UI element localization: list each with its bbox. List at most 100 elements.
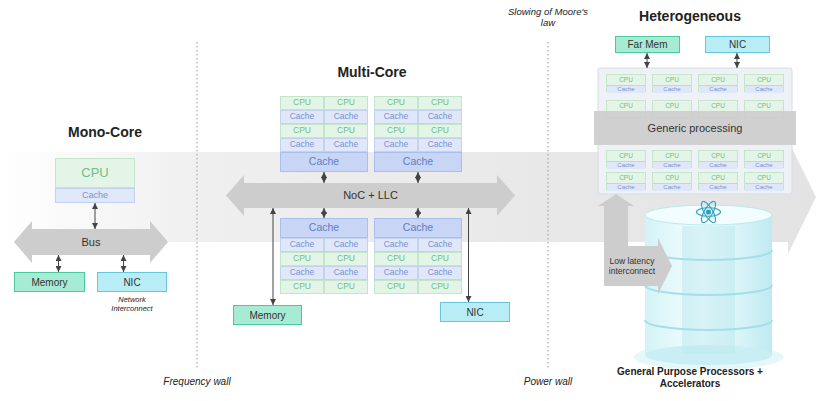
cpu-box: CPU	[418, 252, 462, 266]
core-tile: CPUCache	[744, 150, 784, 168]
arrow-outline	[598, 194, 672, 294]
node-label: CPU	[337, 98, 355, 107]
cpu-box: CPU	[324, 96, 368, 110]
core-tile: CPUCache	[606, 172, 646, 190]
node-label: CPU	[431, 98, 449, 107]
nic-box: NIC	[705, 36, 770, 53]
link-line	[468, 208, 469, 302]
node-label: CPU	[293, 98, 311, 107]
cache-label: Cache	[653, 85, 691, 93]
node-label: CPU	[337, 126, 355, 135]
accelerator-ring	[645, 320, 772, 330]
shared-cache-box: Cache	[280, 152, 368, 172]
cache-box: Cache	[324, 238, 368, 252]
shared-cache-box: Cache	[374, 152, 462, 172]
core-tile: CPUCache	[698, 172, 738, 190]
node-label: CPU	[431, 282, 449, 291]
cpu-box: CPU	[280, 252, 324, 266]
memory-box: Memory	[14, 272, 85, 292]
memory-box: Far Mem	[615, 36, 680, 53]
link-line	[418, 208, 419, 218]
node-label: CPU	[607, 151, 645, 161]
node-label: CPU	[653, 151, 691, 161]
node-label: Cache	[334, 240, 359, 249]
cpu-box: CPU	[55, 158, 135, 188]
cache-label: Cache	[699, 183, 737, 191]
cpu-box: CPU	[280, 280, 324, 294]
cpu-box: CPU	[324, 280, 368, 294]
cache-box: Cache	[324, 110, 368, 124]
cache-label: Cache	[745, 183, 783, 191]
cpu-box: CPU	[418, 124, 462, 138]
atom-nucleus	[706, 209, 711, 214]
section-heading: Heterogeneous	[639, 8, 741, 25]
cache-label: Cache	[699, 161, 737, 169]
node-label: CPU	[431, 254, 449, 263]
node-label: CPU	[745, 151, 783, 161]
node-label: Cache	[428, 112, 453, 121]
link-wire	[737, 53, 738, 68]
cpu-box: CPU	[280, 124, 324, 138]
core-tile: CPUCache	[652, 172, 692, 190]
node-label: CPU	[745, 75, 783, 85]
cpu-box: CPU	[418, 280, 462, 294]
cache-box: Cache	[418, 110, 462, 124]
cpu-box: CPU	[374, 96, 418, 110]
node-label: CPU	[699, 101, 737, 111]
node-label: CPU	[699, 75, 737, 85]
cache-box: Cache	[280, 238, 324, 252]
interconnect-arrow: Low latency interconnect	[598, 194, 672, 294]
cpu-box: CPU	[374, 252, 418, 266]
node-label: Cache	[334, 268, 359, 277]
node-label: CPU	[745, 173, 783, 183]
link-line	[324, 208, 325, 218]
node-label: NIC	[466, 307, 483, 318]
node-label: CPU	[699, 173, 737, 183]
cache-box: Cache	[324, 266, 368, 280]
node-label: Cache	[428, 268, 453, 277]
note-label: Frequency wall	[163, 376, 230, 388]
node-label: Low latency interconnect	[606, 249, 658, 284]
node-label: Cache	[82, 191, 108, 201]
accelerator-core	[682, 226, 735, 354]
link-line	[58, 255, 59, 272]
node-label: CPU	[653, 173, 691, 183]
node-label: CPU	[699, 151, 737, 161]
node-label: CPU	[745, 101, 783, 111]
note-label: Slowing of Moore's law	[502, 6, 594, 29]
shared-cache-box: Cache	[374, 218, 462, 238]
bus-arrow: Bus	[32, 229, 150, 255]
node-label: CPU	[653, 101, 691, 111]
node-label: Generic processing	[648, 122, 743, 134]
atom-orbit	[697, 208, 721, 216]
link-line	[418, 172, 419, 183]
cache-label: Cache	[745, 161, 783, 169]
node-label: CPU	[293, 254, 311, 263]
arrow-outline	[14, 221, 168, 263]
node-label: Cache	[384, 112, 409, 121]
node-label: Memory	[31, 277, 67, 288]
cache-box: Cache	[374, 266, 418, 280]
noc-arrow: NoC + LLC	[244, 183, 497, 208]
core-tile: CPUCache	[744, 74, 784, 92]
link-wire	[647, 53, 648, 68]
note-label: Power wall	[524, 376, 572, 388]
atom-orbit	[699, 200, 718, 225]
node-label: CPU	[607, 173, 645, 183]
nic-box: NIC	[440, 302, 510, 322]
cache-label: Cache	[607, 85, 645, 93]
cpu-box: CPU	[324, 124, 368, 138]
core-tile: CPUCache	[606, 150, 646, 168]
node-label: Cache	[384, 140, 409, 149]
node-label: CPU	[293, 126, 311, 135]
core-tile: CPUCache	[744, 172, 784, 190]
node-label: Cache	[403, 222, 433, 234]
cache-label: Cache	[653, 161, 691, 169]
note-label: Network Interconnect	[106, 295, 158, 313]
core-tile: CPUCache	[652, 74, 692, 92]
nic-box: NIC	[97, 272, 167, 292]
node-label: Cache	[428, 240, 453, 249]
accelerator-body	[645, 215, 772, 355]
node-label: Far Mem	[628, 39, 668, 50]
node-label: CPU	[431, 126, 449, 135]
